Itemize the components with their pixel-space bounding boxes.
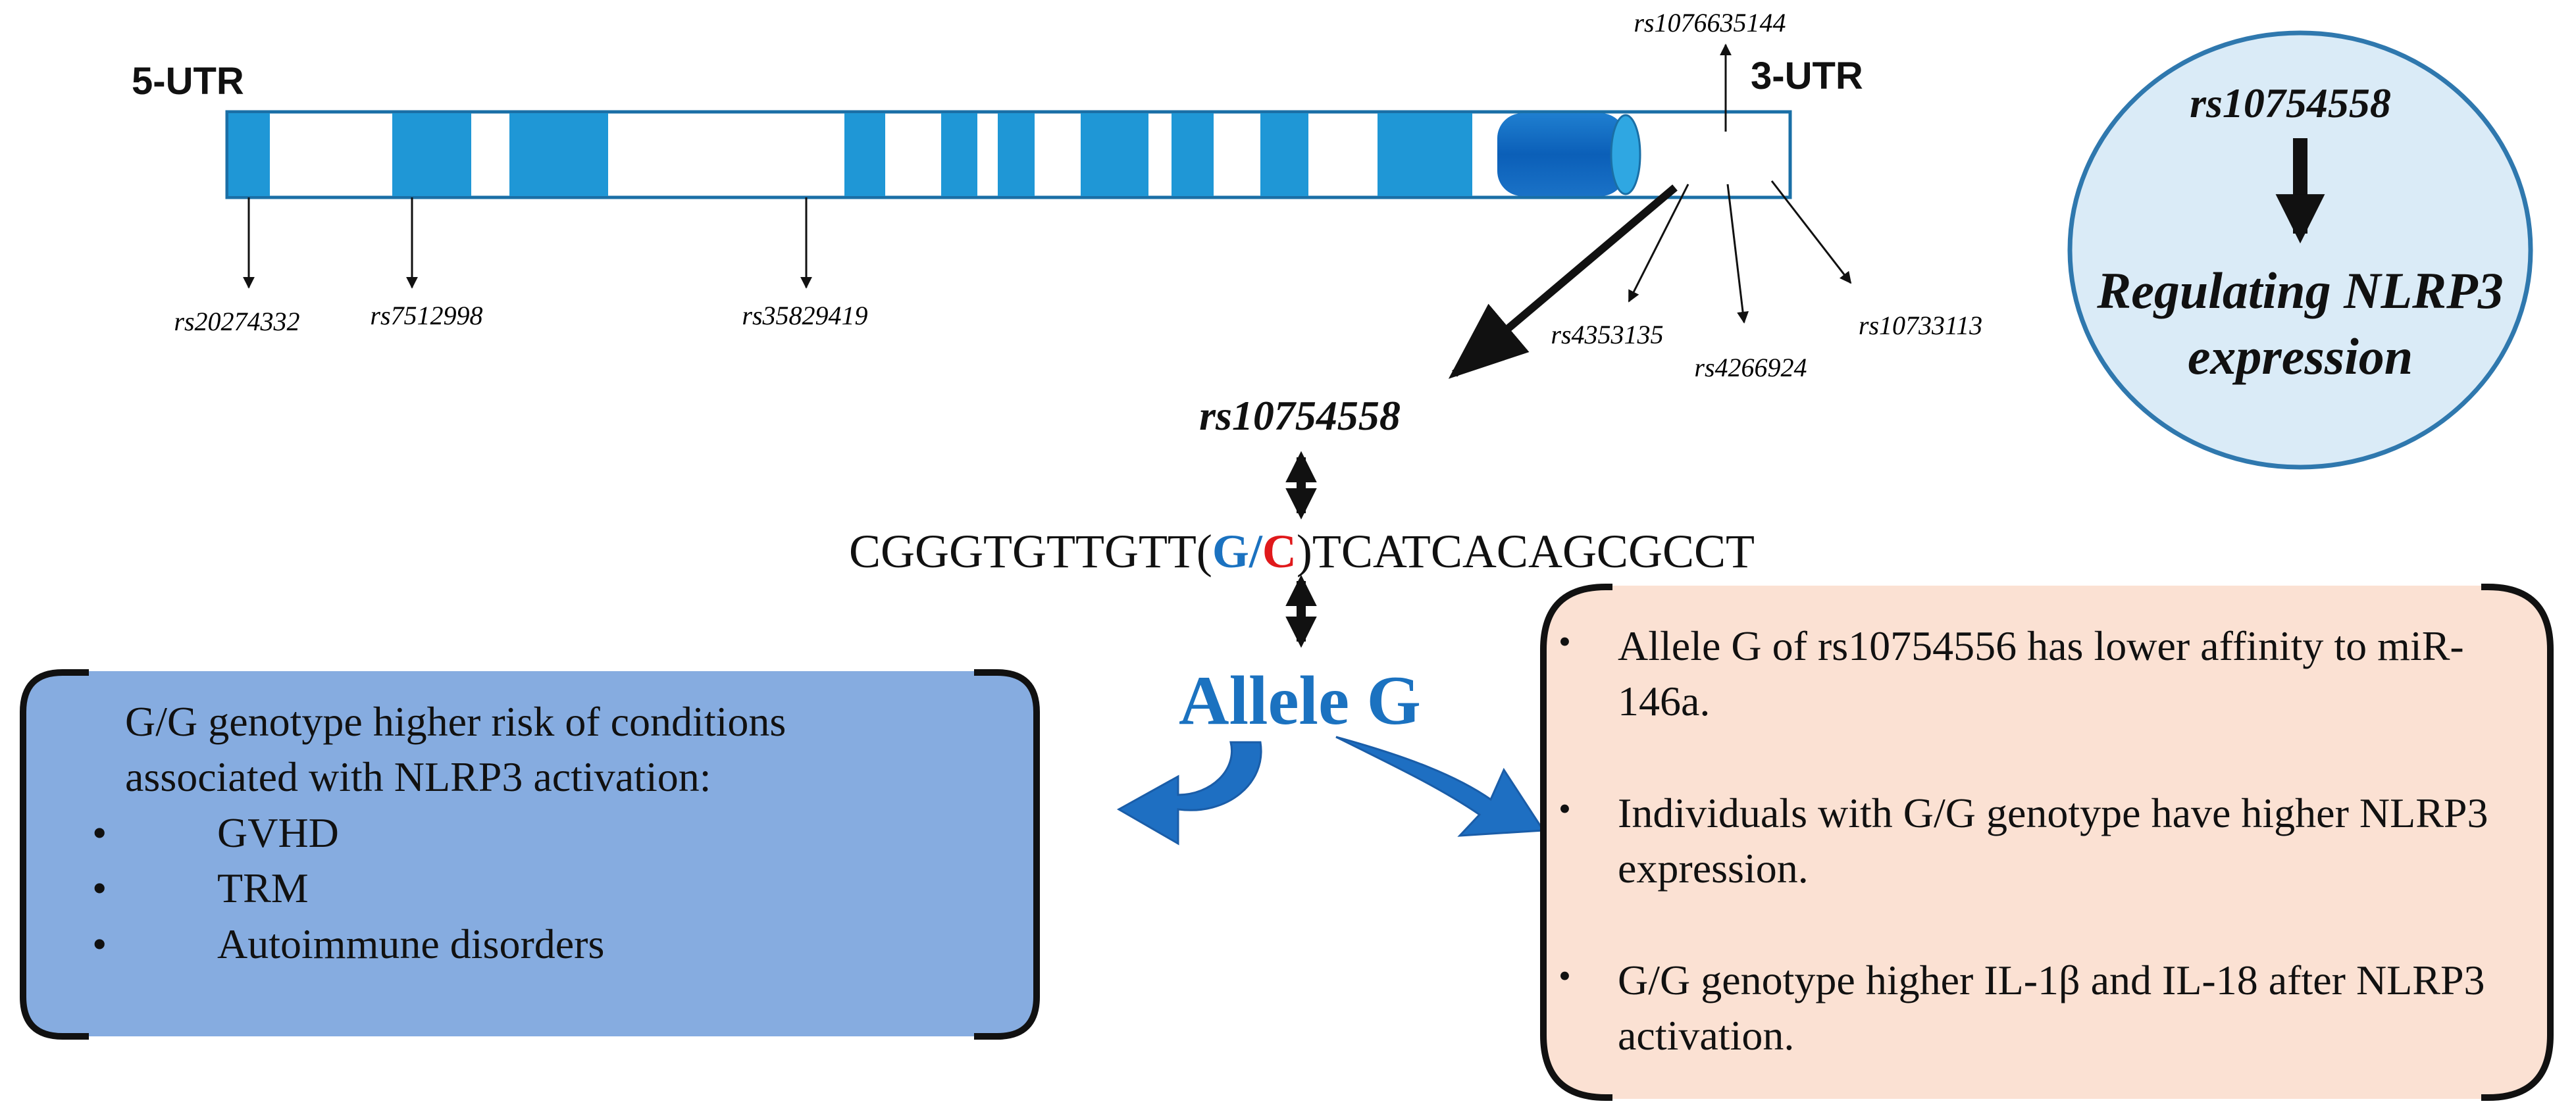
exon: [1172, 113, 1214, 196]
gene-bar: [225, 110, 1792, 199]
utr5-label: 5-UTR: [132, 60, 244, 103]
cylinder-exon: [1497, 113, 1641, 196]
exon: [1378, 113, 1472, 196]
circle-line1: Regulating NLRP3: [2096, 262, 2504, 319]
snp-label: rs4266924: [1694, 353, 1807, 382]
snp-arrow: [1726, 184, 1749, 324]
left-heading-line1: G/G genotype higher risk of conditions: [125, 698, 786, 745]
list-item: • GVHD: [92, 805, 974, 861]
snp-label: rs10733113: [1859, 311, 1982, 340]
circle-callout: rs10754558 Regulating NLRP3 expression: [2067, 30, 2533, 470]
curved-arrow-right: [1335, 736, 1545, 837]
bullet: •: [1558, 622, 1571, 661]
bullet: •: [92, 920, 107, 967]
list-item: • TRM: [92, 861, 974, 916]
variant-arrow: [1448, 184, 1678, 379]
seq-left: CGGGTGTTGTT(: [849, 525, 1212, 578]
allele-g-letter: G: [1212, 525, 1249, 578]
snp-arrow: [1628, 184, 1689, 303]
left-box-heading: G/G genotype higher risk of conditions a…: [125, 694, 974, 805]
list-item-label: GVHD: [217, 809, 339, 856]
bullet: •: [92, 865, 107, 912]
exon: [1081, 113, 1148, 196]
exon: [392, 113, 471, 196]
allele-c-letter: C: [1262, 525, 1297, 578]
list-item: • Allele G of rs10754556 has lower affini…: [1558, 619, 2506, 730]
list-item-label: Individuals with G/G genotype have highe…: [1618, 789, 2488, 892]
exon: [998, 113, 1035, 196]
seq-right: )TCATCACAGCGCCT: [1297, 525, 1755, 578]
left-box-shape: [20, 669, 1040, 1040]
exon: [509, 113, 608, 196]
right-box-text: • Allele G of rs10754556 has lower affini…: [1558, 619, 2506, 1064]
left-box-list: • GVHD • TRM • Autoimmune disorders: [92, 805, 974, 972]
snp-arrow: [1770, 180, 1852, 284]
utr3-label: 3-UTR: [1751, 55, 1863, 97]
list-item-label: Autoimmune disorders: [217, 920, 605, 967]
exon: [844, 113, 885, 196]
curved-arrow-left: [1116, 741, 1262, 846]
bullet: •: [92, 809, 107, 856]
left-box-text: G/G genotype higher risk of conditions a…: [92, 694, 974, 972]
list-item-label: G/G genotype higher IL-1β and IL-18 afte…: [1618, 956, 2485, 1059]
list-item-label: TRM: [217, 865, 309, 912]
exon: [1260, 113, 1308, 196]
sequence: CGGGTGTTGTT(G/C)TCATCACAGCGCCT: [849, 525, 1755, 578]
snp-label: rs7512998: [370, 301, 482, 330]
list-item-label: Allele G of rs10754556 has lower affinit…: [1618, 622, 2464, 725]
list-item: • G/G genotype higher IL-1β and IL-18 aft…: [1558, 953, 2506, 1064]
exon: [941, 113, 977, 196]
snp-label: rs20274332: [174, 307, 299, 336]
left-heading-line2: associated with NLRP3 activation:: [125, 753, 711, 801]
allele-label: Allele G: [1179, 662, 1421, 739]
bullet: •: [1558, 955, 1571, 996]
variant-name: rs10754558: [1199, 392, 1401, 439]
bullet: •: [1558, 788, 1571, 828]
list-item: • Individuals with G/G genotype have hig…: [1558, 786, 2506, 897]
circle-snp: rs10754558: [2190, 80, 2391, 126]
snp-label: rs4353135: [1551, 320, 1663, 349]
allele-slash: /: [1249, 525, 1263, 578]
circle-line2: expression: [2188, 328, 2413, 385]
exon: [228, 113, 270, 196]
snp-label: rs35829419: [742, 301, 867, 330]
list-item: • Autoimmune disorders: [92, 917, 974, 972]
right-box-list: • Allele G of rs10754556 has lower affini…: [1558, 619, 2506, 1064]
snp-top-label: rs1076635144: [1634, 8, 1786, 38]
right-box-shape: [1540, 584, 2554, 1101]
